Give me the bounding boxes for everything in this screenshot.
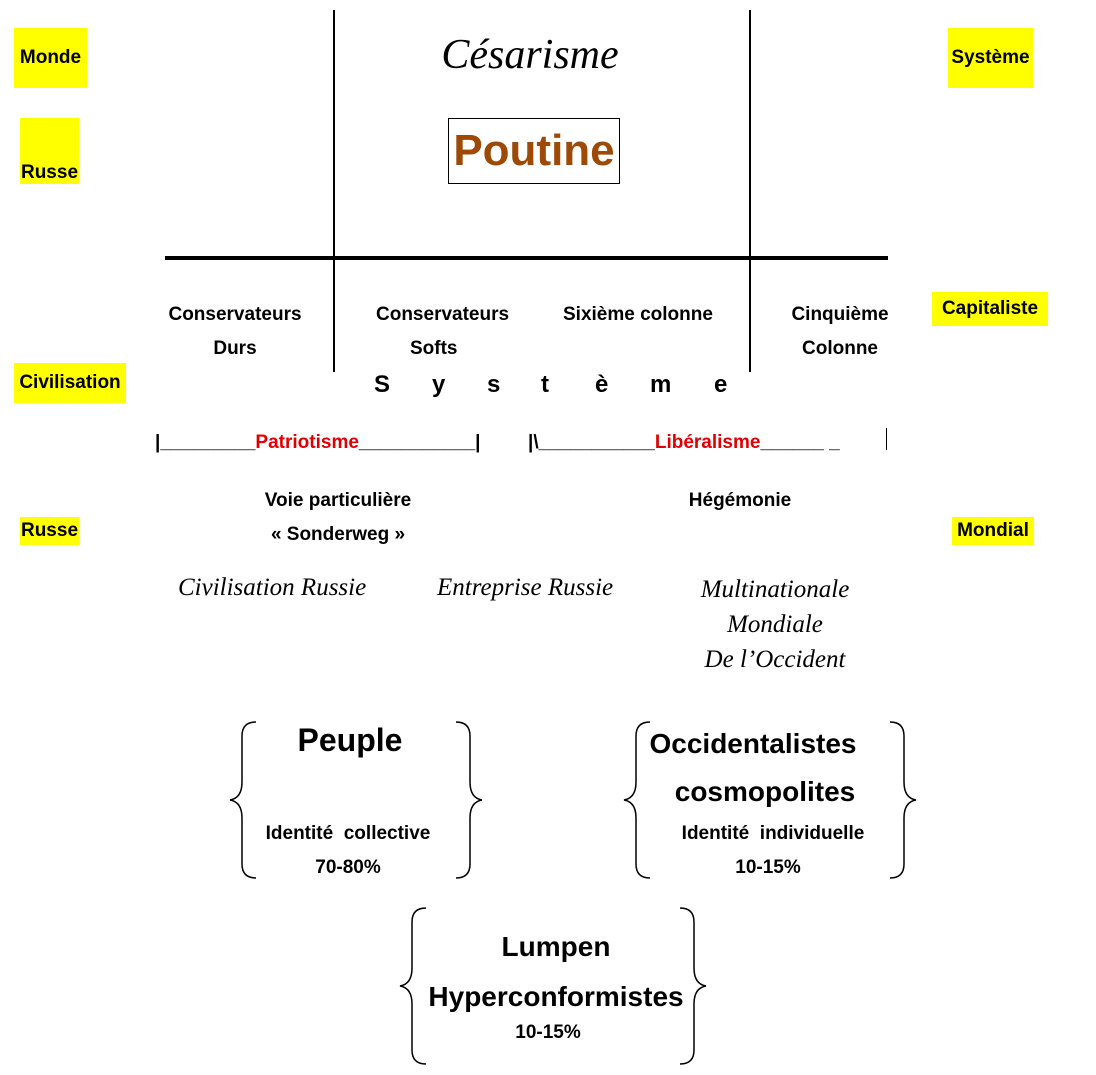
- systeme-letter: S: [374, 371, 391, 398]
- divider-right: [749, 10, 751, 372]
- axis-right-prefix: |\___________: [528, 432, 655, 453]
- axis-liberalisme-label: Libéralisme: [654, 432, 761, 453]
- column-conservateurs-softs: Conservateurs Softs: [376, 298, 546, 366]
- systeme-letter: è: [595, 371, 609, 398]
- brace-peuple-right: [455, 721, 483, 879]
- horizontal-divider: [165, 256, 888, 260]
- divider-left: [333, 10, 335, 372]
- group-peuple-identity: Identité collective: [265, 823, 431, 844]
- systeme-letter: m: [650, 371, 672, 398]
- axis-end-tick: [886, 428, 887, 450]
- label-russe-bottom: Russe: [20, 517, 79, 545]
- axis-left-suffix: ___________|: [358, 432, 481, 453]
- group-occidentalistes-title: Occidentalistes cosmopolites: [630, 720, 910, 816]
- brace-occidentalistes-left: [623, 721, 651, 879]
- brace-peuple-left: [229, 721, 257, 879]
- label-monde: Monde: [14, 28, 87, 88]
- axis-patriotisme: |_________Patriotisme___________|: [155, 428, 525, 458]
- group-lumpen-title-line2: Hyperconformistes: [428, 981, 684, 1012]
- entity-multi-line1: Multinationale: [700, 576, 850, 603]
- brace-occidentalistes-right: [889, 721, 917, 879]
- entity-multinationale: Multinationale Mondiale De l’Occident: [670, 572, 880, 677]
- title-cesarisme: Césarisme: [441, 32, 619, 78]
- path-left-line1: Voie particulière: [264, 490, 412, 511]
- entity-multi-line2: Mondiale: [727, 611, 823, 638]
- axis-right-suffix: ______ _: [760, 432, 840, 453]
- systeme-letter: s: [487, 371, 501, 398]
- column-cinquieme-colonne: Cinquième Colonne: [770, 298, 910, 366]
- entity-entreprise-russie: Entreprise Russie: [437, 574, 614, 601]
- group-lumpen-title-line1: Lumpen: [501, 931, 611, 962]
- group-occidentalistes-title-line1: Occidentalistes: [649, 728, 857, 759]
- entity-multi-line3: De l’Occident: [704, 646, 846, 673]
- label-mondial: Mondial: [952, 517, 1034, 545]
- leader-box: Poutine: [448, 118, 620, 184]
- group-occidentalistes-identity: Identité individuelle: [681, 823, 865, 844]
- group-peuple-percent: 70-80%: [315, 857, 381, 878]
- column-sixieme-colonne: Sixième colonne: [563, 304, 713, 325]
- label-capitaliste: Capitaliste: [932, 292, 1048, 326]
- col2-line1: Conservateurs: [376, 304, 510, 325]
- group-occidentalistes-title-line2: cosmopolites: [674, 776, 856, 807]
- brace-lumpen-left: [399, 907, 427, 1065]
- entity-civilisation-russie: Civilisation Russie: [178, 574, 367, 601]
- group-lumpen-percent: 10-15%: [515, 1022, 581, 1043]
- col1-line1: Conservateurs: [168, 304, 302, 325]
- brace-lumpen-right: [679, 907, 707, 1065]
- axis-left-prefix: |_________: [155, 432, 256, 453]
- col2-line2: Softs: [410, 338, 458, 359]
- path-left-line2: « Sonderweg »: [270, 524, 406, 545]
- col4-line1: Cinquième: [791, 304, 889, 325]
- label-systeme: Système: [948, 28, 1033, 88]
- column-conservateurs-durs: Conservateurs Durs: [150, 298, 320, 366]
- path-hegemonie: Hégémonie: [688, 490, 792, 511]
- systeme-letter: y: [432, 371, 446, 398]
- col1-line2: Durs: [213, 338, 257, 359]
- group-peuple-title: Peuple: [297, 722, 403, 758]
- group-occidentalistes-percent: 10-15%: [735, 857, 801, 878]
- label-civilisation: Civilisation: [14, 363, 126, 403]
- axis-liberalisme: |\___________Libéralisme______ _: [528, 428, 898, 458]
- systeme-letter: e: [714, 371, 728, 398]
- path-voie-particuliere: Voie particulière « Sonderweg »: [238, 484, 438, 552]
- label-russe-top: Russe: [20, 118, 79, 184]
- systeme-spaced-word: S y s t è m e: [370, 368, 750, 402]
- systeme-letter: t: [541, 371, 549, 398]
- col4-line2: Colonne: [802, 338, 878, 359]
- group-lumpen-title: Lumpen Hyperconformistes: [408, 922, 704, 1022]
- axis-patriotisme-label: Patriotisme: [255, 432, 359, 453]
